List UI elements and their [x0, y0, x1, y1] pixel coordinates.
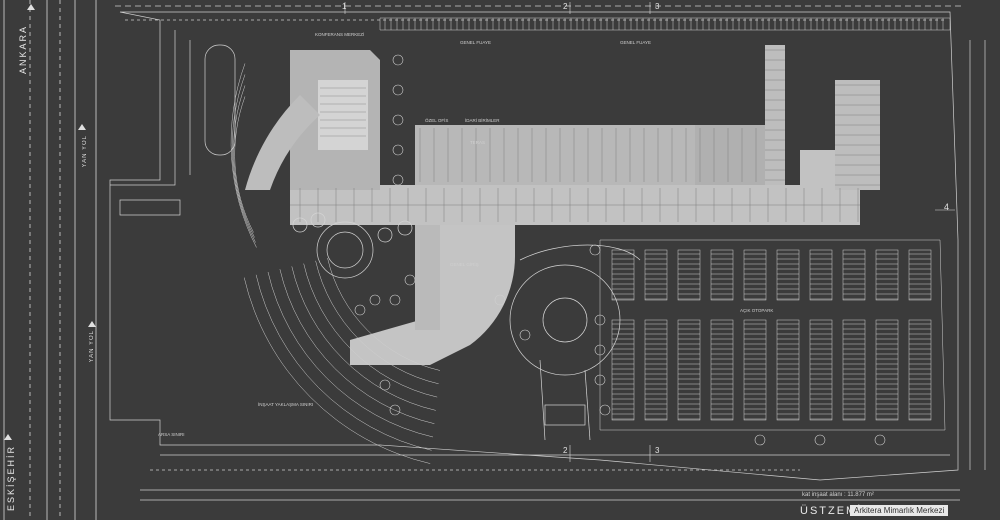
parking-row: [710, 249, 734, 301]
west-terrace-arc: [230, 63, 257, 248]
road-arrows: [4, 4, 96, 440]
parking-row: [842, 249, 866, 301]
tree: [589, 244, 601, 256]
label-genel-giris: GENEL GİRİŞ: [450, 262, 479, 267]
grid-number-2-bottom: 2: [563, 446, 568, 455]
parking-row: [710, 319, 734, 421]
road-label-yan-yol-bottom: YAN YOL: [89, 330, 95, 363]
grid-number-2: 2: [563, 2, 568, 11]
parking-row: [611, 249, 635, 301]
grid-number-4: 4: [944, 202, 950, 212]
plaza-step-arc: [255, 274, 432, 451]
tree: [814, 434, 826, 446]
interior-partitions: [290, 49, 880, 222]
plan-area-note: kat inşaat alanı : 11.877 m²: [802, 492, 874, 498]
tree: [594, 344, 606, 356]
left-approach-road: [110, 30, 236, 216]
tree: [379, 379, 391, 391]
plaza-step-arc: [315, 260, 439, 385]
parking-row: [776, 249, 800, 301]
tree: [404, 274, 416, 286]
parking-row: [842, 319, 866, 421]
parking-row: [776, 319, 800, 421]
plaza-step-arc: [279, 269, 435, 424]
label-genel-fuaye-2: GENEL FUAYE: [620, 40, 652, 45]
tree: [392, 54, 404, 66]
main-building: [245, 45, 880, 365]
west-terrace-arc: [234, 96, 254, 233]
label-genel-fuaye: GENEL FUAYE: [460, 40, 492, 45]
parking-row: [644, 249, 668, 301]
tree: [494, 294, 506, 306]
label-idari-birimler: İDARİ BİRİMLER: [465, 118, 500, 123]
parking-row: [875, 319, 899, 421]
tree: [754, 434, 766, 446]
grid-markers: [344, 2, 955, 462]
tree: [389, 294, 401, 306]
tree: [369, 294, 381, 306]
label-teras: TERAS: [470, 140, 486, 145]
credit-watermark: Arkitera Mimarlık Merkezi: [850, 505, 949, 516]
parking-row: [908, 319, 932, 421]
tree: [874, 434, 886, 446]
highway-lines: [3, 0, 97, 520]
plaza-arcs: [230, 63, 441, 464]
label-arsa-siniri: ARSA SINIRI: [158, 432, 185, 437]
west-terrace-arc: [233, 85, 255, 238]
parking-row: [743, 249, 767, 301]
tree: [594, 314, 606, 326]
tree: [354, 304, 366, 316]
top-parking-strip: [379, 17, 951, 31]
plaza-step-arc: [267, 271, 434, 438]
trees: [354, 54, 886, 446]
label-insaat-yaklasma: İNŞAAT YAKLAŞMA SINIRI: [258, 402, 314, 407]
courtyard: [292, 212, 413, 279]
tree: [392, 174, 404, 186]
plaza-step-arc: [303, 263, 438, 398]
plaza-step-arc: [291, 266, 436, 411]
tree: [519, 329, 531, 341]
parking-row: [743, 319, 767, 421]
west-terrace-arc: [232, 74, 256, 243]
plaza-step-arc: [243, 277, 431, 464]
road-label-eskisehir: ESKİŞEHİR: [6, 445, 16, 512]
parking-row: [611, 319, 635, 421]
parking-row: [644, 319, 668, 421]
parking-lot: [599, 239, 946, 431]
grid-number-3-bottom: 3: [655, 446, 660, 455]
road-label-yan-yol-top: YAN YOL: [82, 135, 88, 168]
tree: [392, 144, 404, 156]
tree: [599, 404, 611, 416]
tree: [392, 84, 404, 96]
parking-row: [908, 249, 932, 301]
parking-row: [809, 249, 833, 301]
tree: [392, 114, 404, 126]
parking-row: [809, 319, 833, 421]
parking-row: [677, 249, 701, 301]
tree: [389, 404, 401, 416]
plaza-step-arc: [327, 257, 441, 371]
parking-row: [875, 249, 899, 301]
parking-row: [677, 319, 701, 421]
label-konferans: KONFERANS MERKEZİ: [315, 32, 365, 37]
grid-number-3: 3: [655, 2, 660, 11]
label-ozel-ofis: ÖZEL OFİS: [425, 118, 449, 123]
grid-number-1: 1: [342, 2, 347, 11]
tree: [594, 374, 606, 386]
road-label-ankara: ANKARA: [18, 25, 28, 75]
label-acik-otopark: AÇIK OTOPARK: [740, 308, 774, 313]
